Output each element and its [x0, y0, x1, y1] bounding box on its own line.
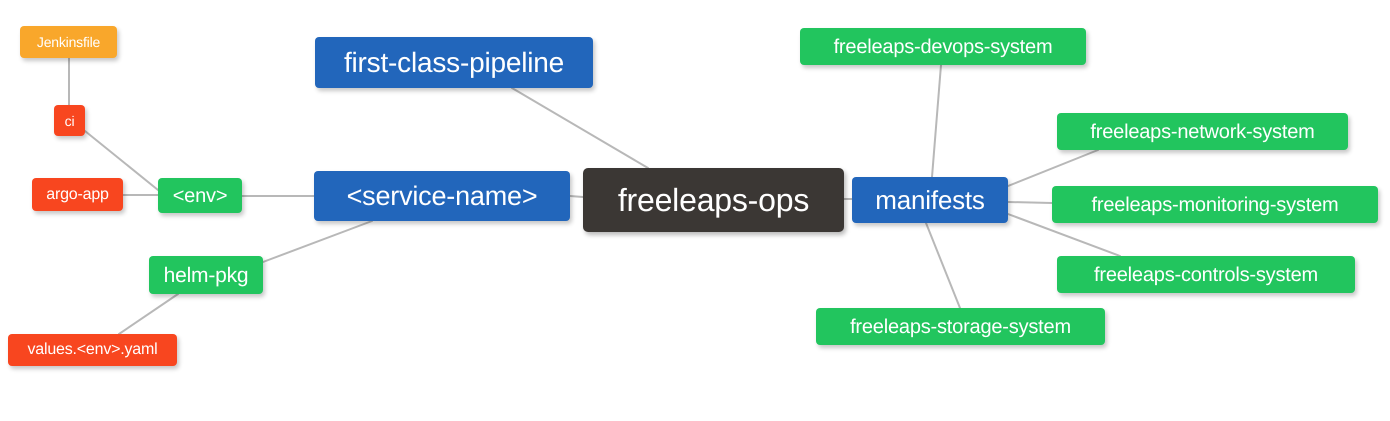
- node-argo-app[interactable]: argo-app: [32, 178, 123, 211]
- node-values-env-yaml[interactable]: values.<env>.yaml: [8, 334, 177, 366]
- node-freeleaps-controls-system[interactable]: freeleaps-controls-system: [1057, 256, 1355, 293]
- edge-service-name-to-freeleaps-ops: [569, 195, 584, 198]
- node-ci[interactable]: ci: [54, 105, 85, 136]
- node-helm-pkg[interactable]: helm-pkg: [149, 256, 263, 294]
- node-freeleaps-storage-system[interactable]: freeleaps-storage-system: [816, 308, 1105, 345]
- node-manifests[interactable]: manifests: [852, 177, 1008, 223]
- edge-helm-pkg-to-values-env-yaml: [118, 293, 179, 335]
- node-jenkinsfile[interactable]: Jenkinsfile: [20, 26, 117, 58]
- edge-manifests-to-freeleaps-storage-system: [925, 222, 961, 309]
- node-service-name[interactable]: <service-name>: [314, 171, 570, 221]
- edge-first-class-pipeline-to-freeleaps-ops: [511, 87, 649, 169]
- edge-manifests-to-freeleaps-monitoring-system: [1007, 201, 1053, 204]
- edge-freeleaps-devops-system-to-manifests: [931, 64, 942, 178]
- edge-service-name-to-helm-pkg: [262, 220, 373, 263]
- node-freeleaps-devops-system[interactable]: freeleaps-devops-system: [800, 28, 1086, 65]
- node-env[interactable]: <env>: [158, 178, 242, 213]
- node-freeleaps-ops[interactable]: freeleaps-ops: [583, 168, 844, 232]
- edge-manifests-to-freeleaps-network-system: [1007, 149, 1099, 187]
- node-freeleaps-monitoring-system[interactable]: freeleaps-monitoring-system: [1052, 186, 1378, 223]
- node-freeleaps-network-system[interactable]: freeleaps-network-system: [1057, 113, 1348, 150]
- node-first-class-pipeline[interactable]: first-class-pipeline: [315, 37, 593, 88]
